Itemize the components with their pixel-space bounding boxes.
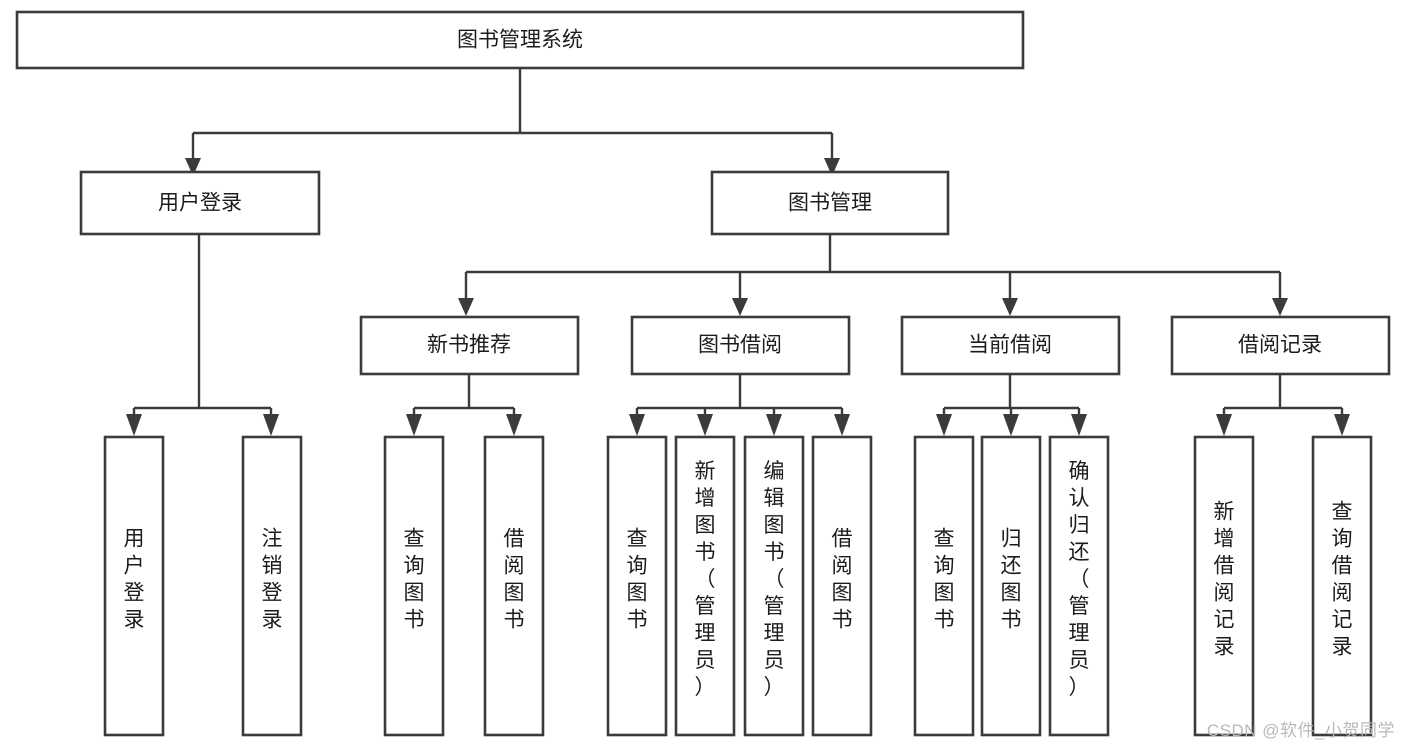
node-leaf-logout[interactable]: 注销登录 bbox=[241, 435, 303, 737]
node-leaf-query-book-3-label: 查询图书 bbox=[934, 528, 955, 632]
arrow-to-leaf-borrow-book-2 bbox=[834, 414, 850, 436]
node-leaf-logout-label: 注销登录 bbox=[262, 528, 283, 632]
node-current-borrow-label: 当前借阅 bbox=[968, 334, 1052, 357]
node-leaf-confirm-return-label: 确认归还（管理员） bbox=[1069, 460, 1090, 699]
connector-bookmanage-to-level2 bbox=[464, 234, 1282, 300]
arrow-to-book-manage bbox=[824, 158, 840, 176]
node-leaf-edit-book[interactable]: 编辑图书（管理员） bbox=[743, 435, 805, 737]
node-new-book-rec-box[interactable] bbox=[359, 315, 580, 376]
arrow-to-new-book-rec bbox=[458, 298, 474, 316]
node-leaf-return-book[interactable]: 归还图书 bbox=[980, 435, 1042, 737]
node-new-book-rec-label: 新书推荐 bbox=[427, 334, 511, 357]
arrow-to-leaf-add-book bbox=[697, 414, 713, 436]
node-current-borrow[interactable]: 当前借阅 bbox=[900, 315, 1121, 376]
node-leaf-borrow-book-2-label: 借阅图书 bbox=[832, 528, 853, 632]
arrow-to-leaf-edit-book bbox=[766, 414, 782, 436]
node-leaf-query-book-2-label: 查询图书 bbox=[627, 528, 648, 632]
node-user-login-box[interactable] bbox=[79, 170, 321, 236]
connector-newbookrec-to-leaves bbox=[412, 374, 516, 420]
arrow-to-current-borrow bbox=[1002, 298, 1018, 316]
node-leaf-query-record[interactable]: 查询借阅记录 bbox=[1311, 435, 1373, 737]
node-leaf-query-book-2[interactable]: 查询图书 bbox=[606, 435, 668, 737]
arrow-to-leaf-query-book-2 bbox=[629, 414, 645, 436]
node-leaf-return-book-box[interactable] bbox=[980, 435, 1042, 737]
node-leaf-query-book-1-box[interactable] bbox=[383, 435, 445, 737]
node-leaf-add-book-box[interactable] bbox=[674, 435, 736, 737]
node-leaf-add-record-label: 新增借阅记录 bbox=[1214, 501, 1235, 659]
arrow-to-book-borrow bbox=[732, 298, 748, 316]
arrow-to-user-login bbox=[185, 158, 201, 176]
arrow-to-leaf-add-record bbox=[1216, 414, 1232, 436]
connector-root-to-level1 bbox=[191, 68, 834, 160]
node-leaf-edit-book-box[interactable] bbox=[743, 435, 805, 737]
node-leaf-borrow-book-1-label: 借阅图书 bbox=[504, 528, 525, 632]
arrow-to-leaf-user-login bbox=[126, 414, 142, 436]
node-user-login[interactable]: 用户登录 bbox=[79, 170, 321, 236]
node-leaf-user-login-label: 用户登录 bbox=[124, 528, 145, 632]
node-leaf-borrow-book-2[interactable]: 借阅图书 bbox=[811, 435, 873, 737]
node-leaf-query-book-2-box[interactable] bbox=[606, 435, 668, 737]
node-book-borrow[interactable]: 图书借阅 bbox=[630, 315, 851, 376]
node-root-label: 图书管理系统 bbox=[457, 29, 583, 52]
node-book-manage-box[interactable] bbox=[710, 170, 950, 236]
node-leaf-query-book-3[interactable]: 查询图书 bbox=[913, 435, 975, 737]
connector-layer bbox=[126, 68, 1350, 436]
connector-borrowrecord-to-leaves bbox=[1222, 374, 1344, 420]
node-leaf-query-record-label: 查询借阅记录 bbox=[1332, 501, 1353, 659]
node-leaf-add-record-box[interactable] bbox=[1193, 435, 1255, 737]
node-leaf-return-book-label: 归还图书 bbox=[1001, 528, 1022, 632]
node-book-manage[interactable]: 图书管理 bbox=[710, 170, 950, 236]
arrow-to-leaf-borrow-book-1 bbox=[506, 414, 522, 436]
arrow-to-leaf-query-record bbox=[1334, 414, 1350, 436]
node-leaf-query-book-1-label: 查询图书 bbox=[404, 528, 425, 632]
connector-currentborrow-to-leaves bbox=[942, 374, 1081, 420]
connector-bookborrow-to-leaves bbox=[635, 374, 844, 420]
node-leaf-confirm-return-box[interactable] bbox=[1048, 435, 1110, 737]
node-book-borrow-box[interactable] bbox=[630, 315, 851, 376]
arrow-to-leaf-query-book-3 bbox=[936, 414, 952, 436]
arrow-to-leaf-query-book-1 bbox=[406, 414, 422, 436]
node-leaf-user-login[interactable]: 用户登录 bbox=[103, 435, 165, 737]
node-leaf-borrow-book-1-box[interactable] bbox=[483, 435, 545, 737]
node-leaf-query-book-1[interactable]: 查询图书 bbox=[383, 435, 445, 737]
node-leaf-add-book[interactable]: 新增图书（管理员） bbox=[674, 435, 736, 737]
node-leaf-add-record[interactable]: 新增借阅记录 bbox=[1193, 435, 1255, 737]
node-leaf-borrow-book-2-box[interactable] bbox=[811, 435, 873, 737]
node-borrow-record[interactable]: 借阅记录 bbox=[1170, 315, 1391, 376]
node-leaf-edit-book-label: 编辑图书（管理员） bbox=[764, 460, 785, 699]
node-current-borrow-box[interactable] bbox=[900, 315, 1121, 376]
node-book-manage-label: 图书管理 bbox=[788, 192, 872, 215]
connector-userlogin-to-leaves bbox=[132, 234, 273, 420]
node-leaf-logout-box[interactable] bbox=[241, 435, 303, 737]
node-leaf-borrow-book-1[interactable]: 借阅图书 bbox=[483, 435, 545, 737]
node-borrow-record-label: 借阅记录 bbox=[1238, 334, 1322, 357]
node-leaf-query-record-box[interactable] bbox=[1311, 435, 1373, 737]
node-root[interactable]: 图书管理系统 bbox=[15, 10, 1025, 70]
node-new-book-rec[interactable]: 新书推荐 bbox=[359, 315, 580, 376]
arrow-to-leaf-return-book bbox=[1003, 414, 1019, 436]
node-root-box[interactable] bbox=[15, 10, 1025, 70]
node-user-login-label: 用户登录 bbox=[158, 192, 242, 215]
arrow-to-borrow-record bbox=[1272, 298, 1288, 316]
node-leaf-query-book-3-box[interactable] bbox=[913, 435, 975, 737]
node-book-borrow-label: 图书借阅 bbox=[698, 334, 782, 357]
node-leaf-add-book-label: 新增图书（管理员） bbox=[695, 460, 716, 699]
arrow-to-leaf-logout bbox=[263, 414, 279, 436]
node-leaf-user-login-box[interactable] bbox=[103, 435, 165, 737]
arrow-to-leaf-confirm-return bbox=[1071, 414, 1087, 436]
node-leaf-confirm-return[interactable]: 确认归还（管理员） bbox=[1048, 435, 1110, 737]
node-borrow-record-box[interactable] bbox=[1170, 315, 1391, 376]
